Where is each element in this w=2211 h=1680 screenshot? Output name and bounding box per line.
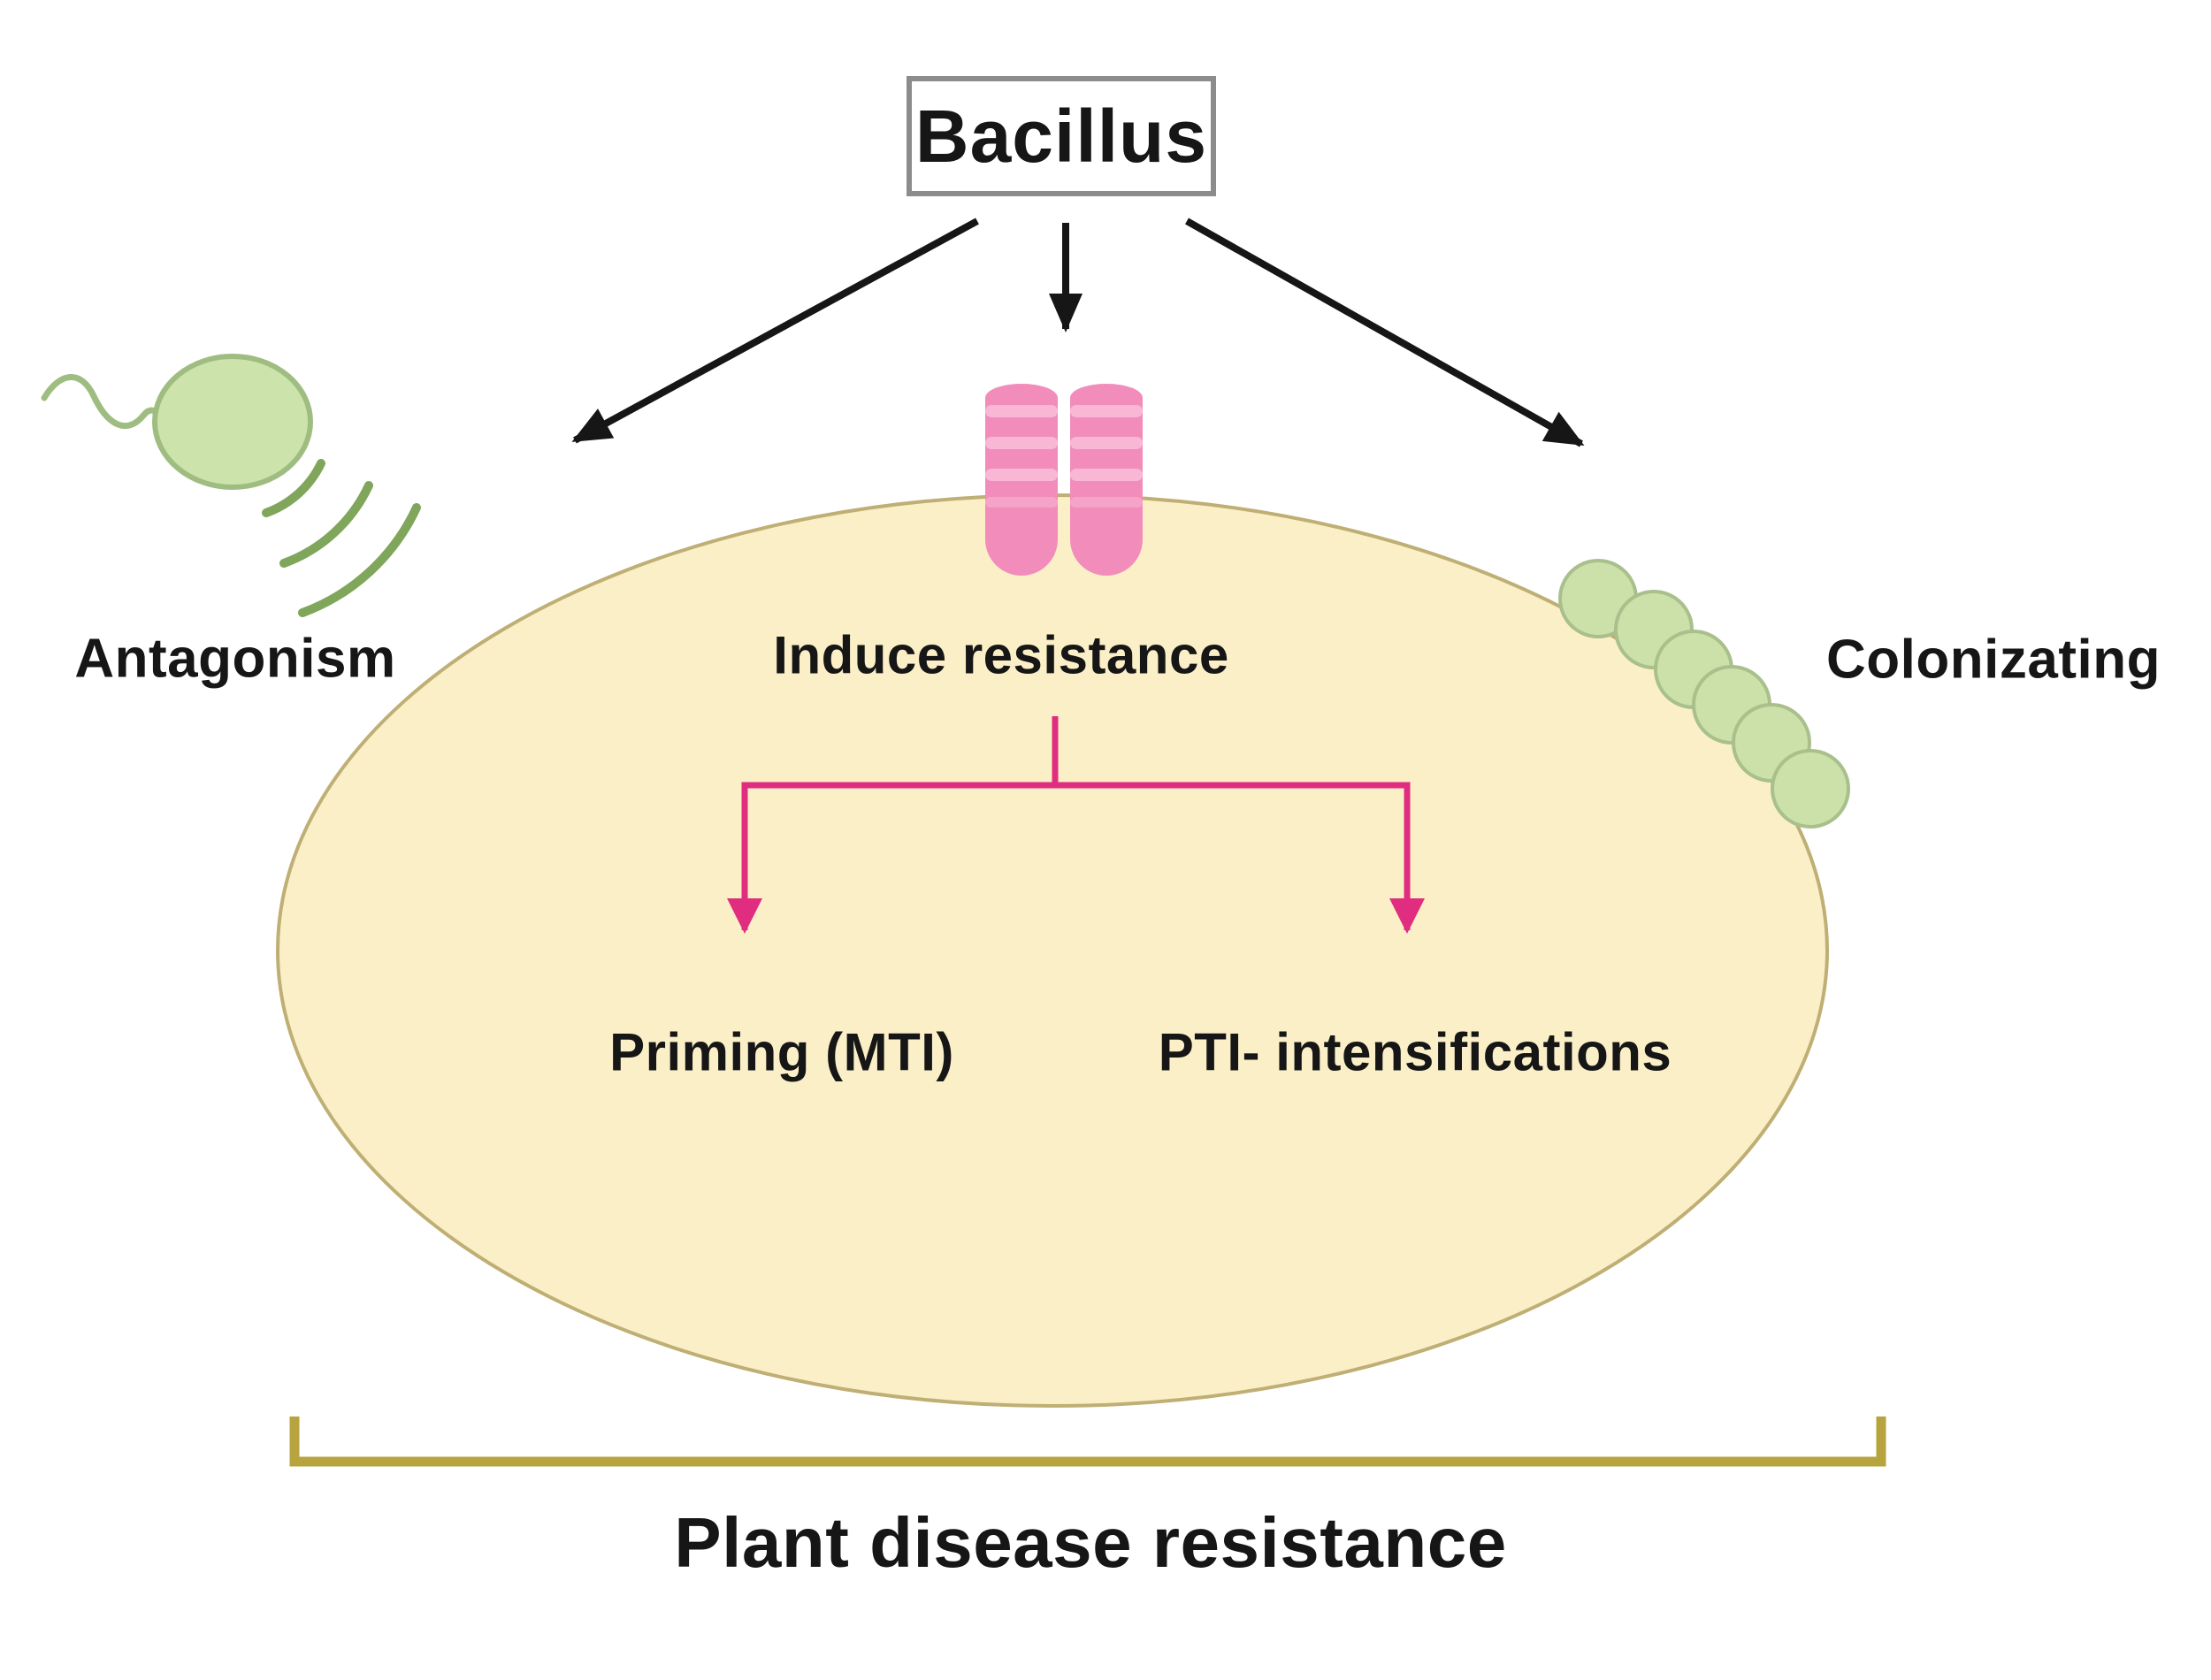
colonizing-cells-icon	[1558, 559, 1850, 829]
branch-left-arrow	[727, 782, 1055, 934]
pti-intensifications-label: PTI- intensifications	[1158, 1022, 1672, 1082]
arrow-to-colonizating	[1185, 218, 1585, 447]
induced-resistance-branch-arrows	[727, 716, 1425, 934]
plant-disease-resistance-label: Plant disease resistance	[674, 1503, 1507, 1582]
bacterium-body	[152, 354, 313, 490]
bacillus-box: Bacillus	[907, 76, 1216, 196]
bacillus-label: Bacillus	[914, 94, 1208, 178]
arrow-to-antagonism	[571, 218, 979, 444]
induce-resistance-label: Induce resistance	[773, 625, 1229, 685]
antagonism-label: Antagonism	[74, 628, 396, 690]
flagellum	[41, 374, 164, 429]
priming-mti-label: Priming (MTI)	[609, 1022, 954, 1082]
bacillus-arrows	[571, 218, 1585, 447]
signal-waves-icon	[262, 459, 421, 617]
branch-right-arrow	[1055, 782, 1425, 934]
receptor-tubes-icon	[985, 384, 1143, 576]
bracket-icon	[289, 1417, 1886, 1467]
bacterium-icon	[41, 354, 313, 490]
colonizating-label: Colonizating	[1826, 629, 2161, 691]
